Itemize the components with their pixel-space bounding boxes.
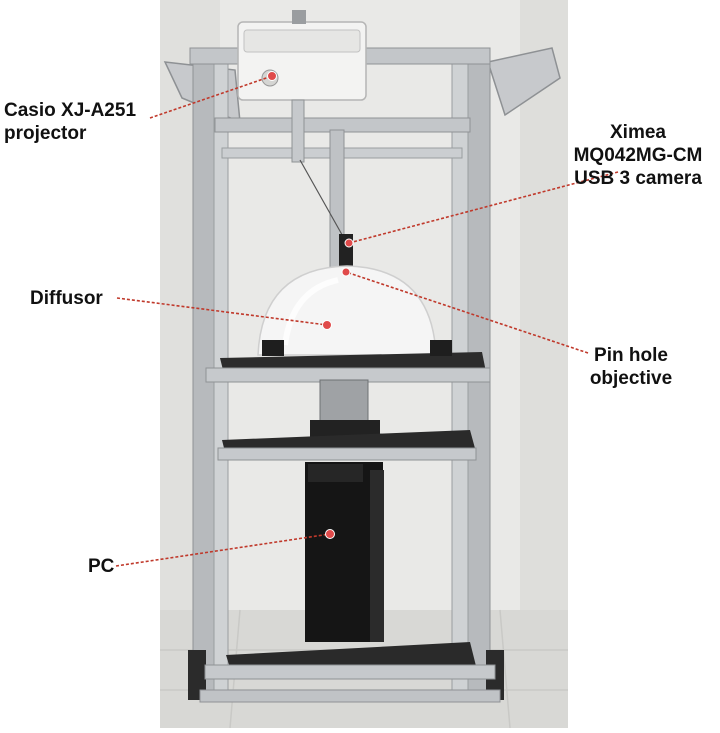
leader-line-projector (149, 75, 273, 119)
wall-right-panel (520, 0, 568, 620)
marker-dot-camera (344, 238, 354, 248)
marker-dot-diffusor (322, 320, 332, 330)
projector-cable-plug (292, 10, 306, 24)
middle-shelf-rail (217, 447, 477, 461)
label-diffusor-line1: Diffusor (30, 288, 103, 309)
label-projector-line2: projector (4, 123, 87, 144)
marker-dots (267, 71, 354, 539)
diffusor-highlight (282, 277, 339, 346)
label-pinhole-line2: objective (589, 368, 673, 389)
right-top-bracket (487, 47, 561, 117)
projector-top-panel (243, 29, 361, 53)
bottom-shelf (226, 642, 476, 668)
projector-mount-post (291, 99, 305, 163)
pc-front-panel (308, 464, 363, 482)
marker-dot-pc (325, 529, 335, 539)
label-projector: Casio XJ-A251 projector (4, 99, 136, 145)
pc-case-side (370, 470, 384, 642)
leader-line-pc (115, 533, 331, 567)
label-camera-line1: Ximea (610, 122, 666, 143)
base-rail (199, 689, 501, 703)
tile-seam (499, 609, 511, 729)
camera-cable (299, 159, 346, 241)
leader-line-diffusor (116, 297, 328, 326)
label-camera-line2: MQ042MG-CM (573, 145, 703, 166)
label-projector-line1: Casio XJ-A251 (4, 100, 137, 121)
leader-line-camera (348, 171, 619, 244)
label-pc-line1: PC (88, 556, 115, 577)
marker-dot-projector (267, 71, 277, 81)
lower-mechanics-stage (310, 420, 380, 438)
label-camera-line3: USB 3 camera (574, 168, 702, 189)
diffusor-dome (257, 265, 437, 356)
leader-line-pinhole (345, 271, 589, 354)
label-pc: PC (88, 555, 114, 578)
label-diffusor: Diffusor (30, 287, 103, 310)
label-pinhole-line1: Pin hole (594, 345, 668, 366)
shelf-clamp-left (262, 340, 284, 356)
label-camera: Ximea MQ042MG-CM USB 3 camera (560, 121, 716, 190)
bottom-rail (204, 664, 496, 680)
leader-lines (115, 75, 619, 567)
marker-dot-pinhole (341, 267, 351, 277)
shelf-clamp-right (430, 340, 452, 356)
frame-foot-left (188, 650, 206, 700)
label-pinhole: Pin hole objective (575, 344, 687, 390)
